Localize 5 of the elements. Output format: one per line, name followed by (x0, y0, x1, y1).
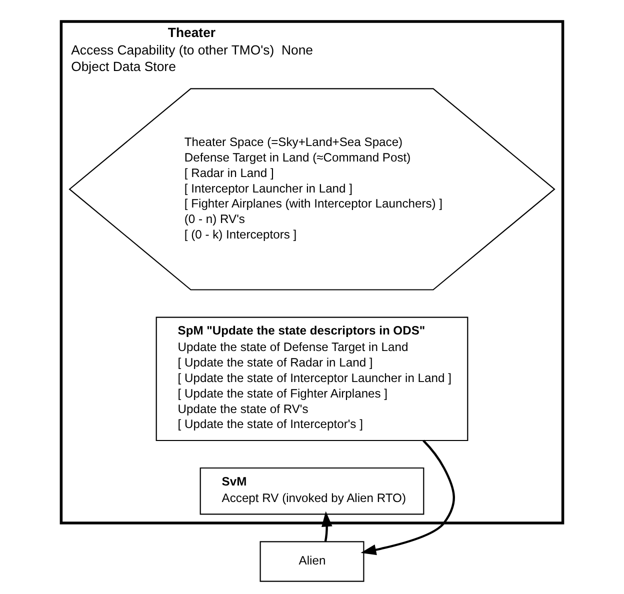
arrow (360, 440, 455, 556)
node-box: SpM "Update the state descriptors in ODS" Update the state of Defense Target in Land [ Update the state of Radar in Land ] [ Update the state of Interceptor Launcher in Land ] [ Update the state of Fighter Airplanes ] Update the state of RV's [ Update the state of Interceptor's ] (156, 316, 468, 442)
node-box: SvM Accept RV (invoked by Alien RTO) (200, 467, 424, 515)
arrow (322, 511, 332, 542)
node-box: Alien (260, 541, 364, 582)
